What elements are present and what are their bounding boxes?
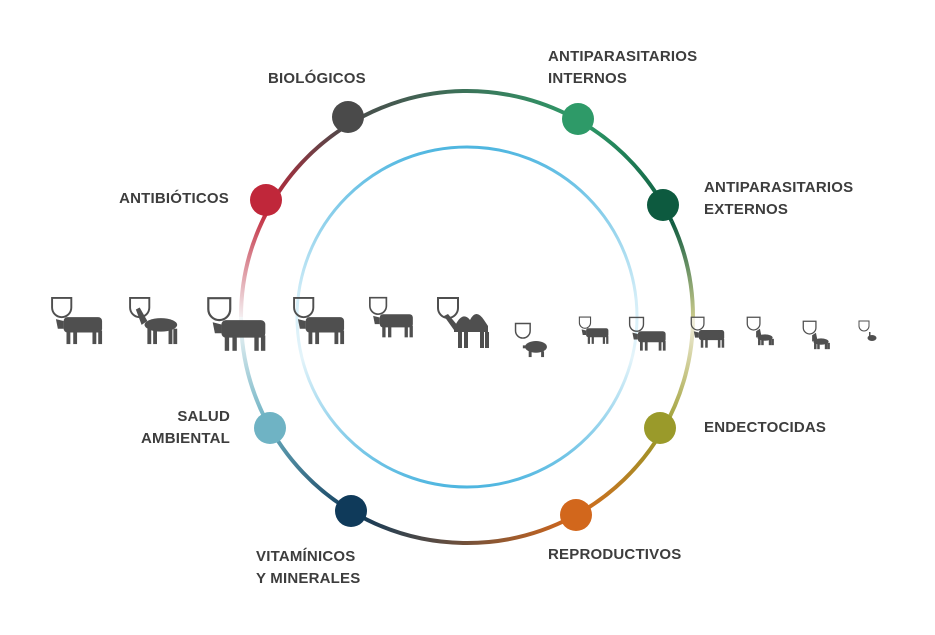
label-antiparasitarios-externos: ANTIPARASITARIOS EXTERNOS (704, 177, 853, 221)
camel-icon (436, 296, 496, 353)
category-dot-vitaminicos-y-minerales (335, 495, 367, 527)
label-line: REPRODUCTIVOS (548, 546, 682, 563)
category-dot-salud-ambiental (254, 412, 286, 444)
label-reproductivos: REPRODUCTIVOS (548, 544, 681, 566)
cow-icon (50, 296, 108, 351)
label-antiparasitarios-internos: ANTIPARASITARIOS INTERNOS (548, 46, 697, 90)
label-antibioticos: ANTIBIÓTICOS (119, 188, 229, 210)
label-line: ANTIBIÓTICOS (119, 190, 229, 207)
label-line: Y MINERALES (256, 570, 361, 587)
cat-icon (802, 320, 840, 358)
pig-icon (514, 322, 558, 365)
bull-icon (206, 296, 272, 358)
label-vitaminicos-y-minerales: VITAMÍNICOS Y MINERALES (256, 546, 360, 590)
label-salud-ambiental: SALUD AMBIENTAL (141, 406, 230, 450)
label-line: INTERNOS (548, 70, 628, 87)
zebu-icon (292, 296, 350, 351)
dog-icon (746, 316, 784, 354)
label-line: AMBIENTAL (140, 430, 230, 447)
label-endectocidas: ENDECTOCIDAS (704, 417, 826, 439)
label-line: ENDECTOCIDAS (704, 419, 827, 436)
category-dot-endectocidas (644, 412, 676, 444)
label-line: SALUD (177, 408, 230, 425)
deer-icon (690, 316, 728, 354)
outer-ring-segment (239, 209, 270, 318)
horse-icon (128, 296, 186, 351)
label-biologicos: BIOLÓGICOS (268, 68, 366, 90)
outer-ring-segment (670, 220, 695, 318)
label-line: BIOLÓGICOS (268, 70, 366, 87)
label-line: ANTIPARASITARIOS (704, 179, 854, 196)
category-dot-reproductivos (560, 499, 592, 531)
label-line: EXTERNOS (704, 201, 789, 218)
category-dot-antiparasitarios-externos (647, 189, 679, 221)
outer-ring-segment (353, 510, 575, 545)
category-dot-biologicos (332, 101, 364, 133)
buffalo-icon (368, 296, 418, 344)
outer-ring-segment (346, 89, 581, 128)
category-dot-antiparasitarios-internos (562, 103, 594, 135)
label-line: ANTIPARASITARIOS (548, 48, 698, 65)
sheep-icon (578, 316, 612, 350)
rabbit-icon (858, 320, 888, 351)
label-line: VITAMÍNICOS (256, 548, 356, 565)
goat-icon (628, 316, 670, 357)
category-dot-antibioticos (250, 184, 282, 216)
